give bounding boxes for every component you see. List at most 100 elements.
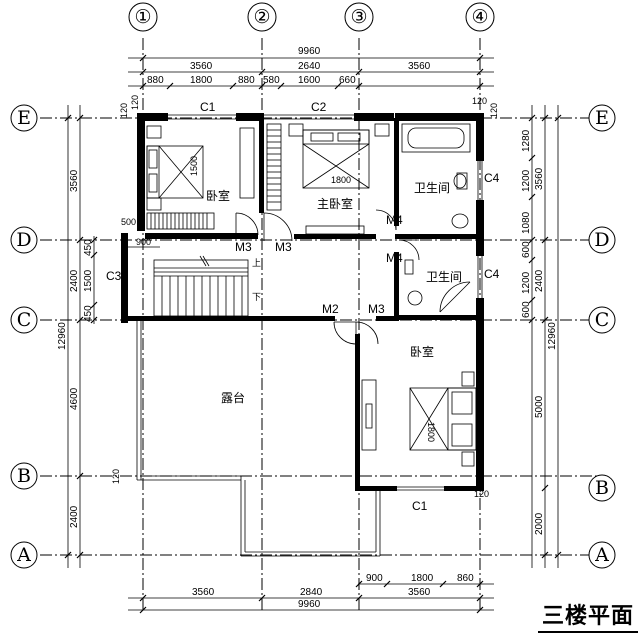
axis-bubble-c-left: C (10, 306, 38, 334)
offset-120-ne: 120 (472, 96, 487, 106)
offset-120-sw: 120 (111, 469, 121, 484)
axis-bubble-1: ① (128, 2, 158, 32)
offset-120-se: 120 (474, 489, 489, 499)
axis-bubble-d-right: D (588, 226, 616, 254)
axis-lines (40, 38, 600, 610)
bathroom-fixtures (401, 123, 471, 313)
dim-right-1280: 1280 (521, 129, 532, 152)
offset-120-ne2: 120 (489, 103, 499, 118)
dim-bot-860: 860 (457, 573, 474, 584)
window-tag-c4-lower: C4 (484, 267, 500, 281)
top-dimensions: 9960 3560 2640 3560 880 1800 880 580 160… (128, 46, 494, 90)
dim-bot-900: 900 (366, 573, 383, 584)
dim-right-600a: 600 (521, 241, 532, 258)
dim-right-1200b: 1200 (521, 271, 532, 294)
room-master-bedroom: 主卧室 (317, 196, 353, 211)
dim-top-1600: 1600 (298, 75, 321, 86)
axis-bubble-2: ② (247, 2, 277, 32)
stair-dimension: 900 (128, 237, 160, 248)
stair-up-label: 上 (252, 258, 261, 268)
dim-left-2400a: 2400 (69, 269, 80, 292)
dim-bot-3560b: 3560 (408, 587, 431, 598)
axis-bubble-a-left: A (10, 541, 38, 569)
dim-top-580: 580 (263, 75, 280, 86)
room-terrace: 露台 (221, 390, 245, 405)
bottom-dimensions: 900 1800 860 3560 2840 3560 9960 (128, 573, 494, 614)
bed-se-length: 1800 (426, 422, 436, 442)
bed-nw-length: 1500 (189, 156, 199, 176)
axis-label-2: ② (253, 6, 270, 28)
dim-left-4600: 4600 (69, 387, 80, 410)
window-tag-c2-top: C2 (311, 100, 327, 114)
dim-left-2400b: 2400 (69, 505, 80, 528)
dim-left-1500: 1500 (83, 269, 94, 292)
offset-labels: 120 120 120 120 120 120 (111, 95, 499, 499)
staircase: 上 下 (153, 255, 261, 317)
axis-bubble-e-right: E (588, 104, 616, 132)
axis-label-a-left: A (16, 544, 31, 566)
dim-left-450a: 450 (83, 239, 94, 256)
plan-title-underline (538, 631, 638, 633)
door-tag-m4-upper: M4 (386, 213, 403, 227)
dim-top-overall: 9960 (298, 46, 321, 57)
dim-top-2640: 2640 (298, 61, 321, 72)
se-bedroom-furniture: 1800 (361, 371, 477, 467)
axis-bubble-d-left: D (10, 226, 38, 254)
dim-right-5000: 5000 (534, 395, 545, 418)
door-tag-m2: M2 (322, 302, 339, 316)
axis-label-c-left: C (17, 309, 32, 331)
nw-bedroom-furniture: 1500 (146, 125, 255, 230)
dim-left-450b: 450 (83, 305, 94, 322)
axis-label-3: ③ (350, 6, 367, 28)
dim-bot-overall: 9960 (298, 599, 321, 610)
dim-right-2000: 2000 (534, 512, 545, 535)
offset-120-nw: 120 (130, 95, 140, 110)
axis-label-1: ① (134, 6, 151, 28)
axis-bubble-c-right: C (588, 306, 616, 334)
axis-bubble-3: ③ (344, 2, 374, 32)
axis-bubble-b-right: B (588, 474, 616, 502)
window-tag-c3-left: C3 (106, 269, 122, 283)
door-tag-m3-master: M3 (275, 240, 292, 254)
dim-top-1800: 1800 (190, 75, 213, 86)
dim-right-3560: 3560 (534, 167, 545, 190)
axis-label-e-right: E (595, 107, 609, 129)
dim-stair-900: 900 (136, 237, 151, 247)
door-tag-m3-se: M3 (368, 302, 385, 316)
window-tag-c1-top: C1 (200, 100, 216, 114)
axis-label-a-right: A (594, 544, 609, 566)
dim-bot-3560a: 3560 (192, 587, 215, 598)
dim-right-overall: 12960 (547, 322, 558, 350)
plan-title: 三楼平面 (542, 604, 635, 629)
window-tag-c4-upper: C4 (484, 171, 500, 185)
axis-label-d-left: D (16, 229, 31, 251)
bed-master-length: 1800 (331, 175, 351, 185)
dim-bot-2840: 2840 (300, 587, 323, 598)
axis-label-d-right: D (594, 229, 609, 251)
axis-label-e-left: E (17, 107, 31, 129)
dim-right-1200a: 1200 (521, 169, 532, 192)
window-tag-c1-bottom: C1 (412, 499, 428, 513)
dim-right-1080: 1080 (521, 211, 532, 234)
right-dimensions: 1280 1200 1080 600 1200 600 3560 2400 50… (521, 105, 562, 568)
window-door-tags: C1 C2 C4 C4 C3 C1 M3 M3 M4 M4 M2 M3 (106, 100, 500, 513)
stair-down-label: 下 (252, 292, 261, 302)
dim-left-overall: 12960 (57, 322, 68, 350)
dim-left-500: 500 (121, 217, 136, 227)
axis-bubble-e-left: E (10, 104, 38, 132)
walls (121, 113, 484, 557)
dim-top-3560b: 3560 (408, 61, 431, 72)
dim-top-660: 660 (339, 75, 356, 86)
dim-bot-1800: 1800 (411, 573, 434, 584)
axis-bubble-a-right: A (588, 541, 616, 569)
doors (235, 209, 420, 345)
door-tag-m4-lower: M4 (386, 251, 403, 265)
dim-top-3560a: 3560 (190, 61, 213, 72)
dim-right-600b: 600 (521, 301, 532, 318)
dim-left-3560: 3560 (69, 169, 80, 192)
offset-120-nw2: 120 (119, 103, 129, 118)
axis-label-4: ④ (471, 6, 488, 28)
dim-top-880b: 880 (238, 75, 255, 86)
axis-label-b-right: B (595, 477, 609, 499)
